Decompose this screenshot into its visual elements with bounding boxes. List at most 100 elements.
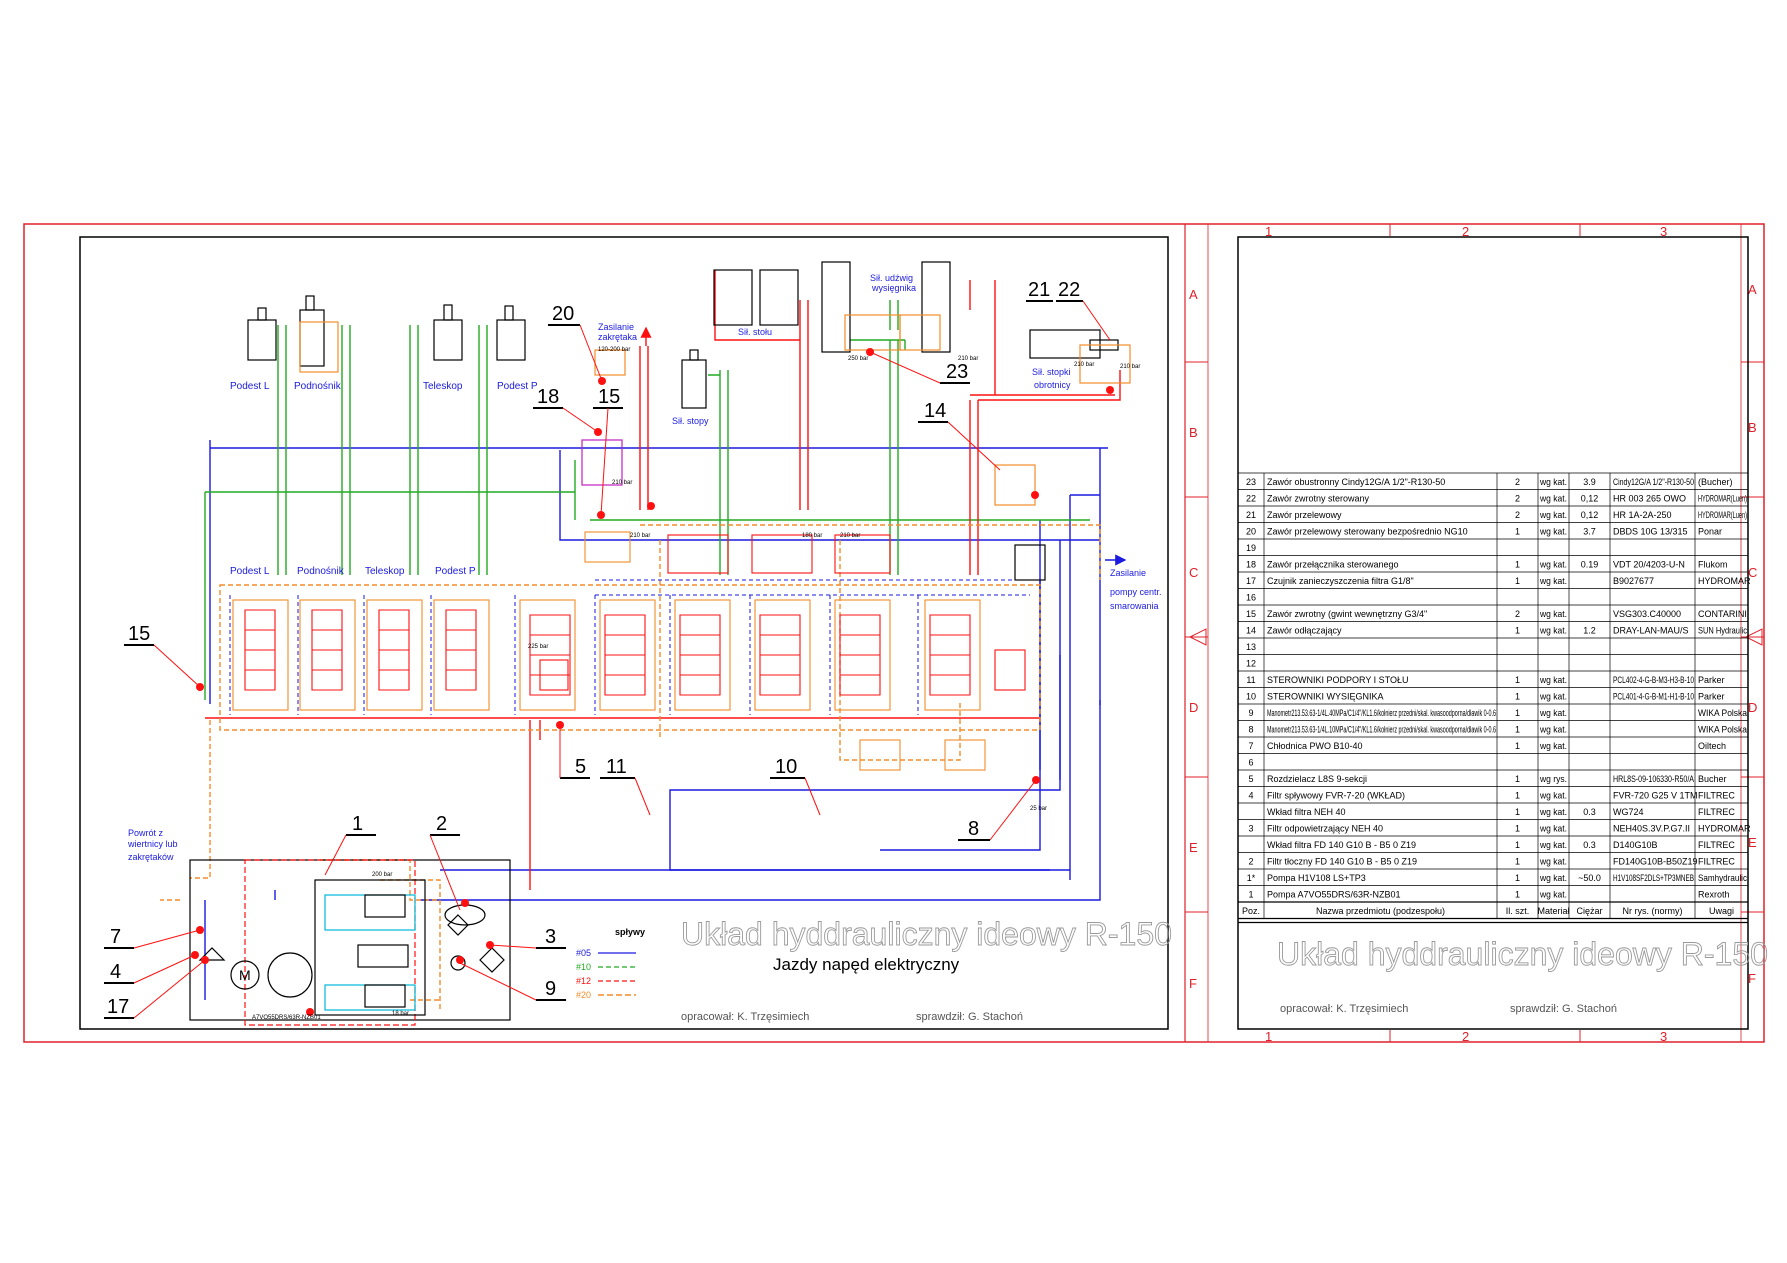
bom-cell-maker: HYDROMAR bbox=[1698, 576, 1751, 586]
balloon-1: 1 bbox=[324, 813, 376, 876]
balloon-9: 9 bbox=[459, 962, 566, 1001]
svg-text:22: 22 bbox=[1058, 279, 1080, 301]
bom-cell-name: Zawór przelewowy sterowany bezpośrednio … bbox=[1267, 527, 1468, 537]
bom-cell-maker: (Bucher) bbox=[1698, 477, 1733, 487]
bom-cell-mass: 0.3 bbox=[1583, 807, 1596, 817]
svg-text:2: 2 bbox=[436, 813, 447, 835]
bom-header-poz: Poz. bbox=[1242, 906, 1260, 916]
svg-text:180 bar: 180 bar bbox=[802, 533, 822, 539]
bom-cell-poz: 21 bbox=[1246, 510, 1256, 520]
svg-text:1: 1 bbox=[352, 813, 363, 835]
bom-cell-poz: 8 bbox=[1248, 725, 1253, 735]
bom-cell-name: Chłodnica PWO B10-40 bbox=[1267, 741, 1363, 751]
bom-cell-name: Zawór zwrotny (gwint wewnętrzny G3/4" bbox=[1267, 609, 1427, 619]
bom-cell-poz: 14 bbox=[1246, 626, 1256, 636]
bom-cell-mat: wg kat. bbox=[1539, 725, 1567, 735]
bom-cell-ref: DRAY-LAN-MAU/S bbox=[1613, 626, 1689, 636]
svg-text:5: 5 bbox=[575, 756, 586, 778]
row-label-right: A bbox=[1748, 282, 1757, 297]
bom-title-block: Układ hyddrauliczny ideowy R-150 opracow… bbox=[1277, 936, 1769, 1015]
bom-cell-poz: 19 bbox=[1246, 543, 1256, 553]
bom-cell-qty: 1 bbox=[1515, 527, 1520, 537]
balloon-5: 5 bbox=[559, 725, 590, 779]
bom-cell-ref: VSG303.C40000 bbox=[1613, 609, 1681, 619]
bom-cell-poz: 23 bbox=[1246, 477, 1256, 487]
control-valve-block bbox=[229, 531, 1030, 771]
bom-cell-name: Zawór przełącznika sterowanego bbox=[1267, 560, 1399, 570]
bom-cell-maker: HYDROMAR bbox=[1698, 824, 1751, 834]
balloon-23: 23 bbox=[869, 351, 970, 384]
svg-text:3: 3 bbox=[545, 926, 556, 948]
row-label-right: D bbox=[1748, 700, 1757, 715]
svg-text:20: 20 bbox=[552, 303, 574, 325]
svg-text:210 bar: 210 bar bbox=[958, 356, 978, 362]
bom-cell-poz: 1* bbox=[1247, 873, 1256, 883]
col-label-bottom: 3 bbox=[1660, 1029, 1667, 1044]
bom-cell-qty: 1 bbox=[1515, 807, 1520, 817]
svg-text:Sił. udźwig: Sił. udźwig bbox=[870, 273, 913, 283]
bom-cell-maker: FILTREC bbox=[1698, 840, 1735, 850]
bom-cell-qty: 1 bbox=[1515, 725, 1520, 735]
bom-cell-qty: 1 bbox=[1515, 675, 1520, 685]
balloon-8: 8 bbox=[958, 779, 1037, 841]
drawing-title: Układ hyddrauliczny ideowy R-150 bbox=[681, 916, 1172, 952]
bom-cell-name: Zawór odłączający bbox=[1267, 626, 1342, 636]
svg-text:4: 4 bbox=[110, 961, 121, 983]
bom-cell-name: Manometr213.53.63-1/4L.10MPa/C1/4"/KL1.6… bbox=[1267, 725, 1496, 735]
svg-text:A7VO55DRS/63R-NZB01: A7VO55DRS/63R-NZB01 bbox=[252, 1015, 321, 1021]
bom-cell-name: Zawór zwrotny sterowany bbox=[1267, 494, 1370, 504]
bom-cell-ref: FD140G10B-B50Z19 bbox=[1613, 857, 1698, 867]
bom-cell-poz: 9 bbox=[1248, 708, 1253, 718]
bom-cell-maker: Parker bbox=[1698, 675, 1725, 685]
row-label-right: C bbox=[1748, 565, 1757, 580]
bom-cell-name: Rozdzielacz L8S 9-sekcji bbox=[1267, 774, 1367, 784]
svg-text:spływy: spływy bbox=[615, 927, 645, 937]
pressure-labels: 120-200 bar 210 bar 210 bar 210 bar 250 … bbox=[252, 347, 1140, 1021]
balloon-7: 7 bbox=[104, 926, 201, 949]
svg-text:Zasilanie: Zasilanie bbox=[1110, 568, 1146, 578]
bom-cell-qty: 1 bbox=[1515, 873, 1520, 883]
bom-cell-maker: Oiltech bbox=[1698, 741, 1726, 751]
bom-cell-ref: NEH40S.3V.P.G7.II bbox=[1613, 824, 1690, 834]
pump-station bbox=[189, 859, 511, 1026]
row-label-left: F bbox=[1189, 976, 1197, 991]
bom-cell-maker: Rexroth bbox=[1698, 890, 1730, 900]
bom-cell-poz: 5 bbox=[1248, 774, 1253, 784]
svg-text:#20: #20 bbox=[576, 990, 591, 1000]
balloon-3: 3 bbox=[489, 926, 566, 949]
bom-cell-mass: 3.7 bbox=[1583, 527, 1596, 537]
bom-cell-mass: ~50.0 bbox=[1578, 873, 1601, 883]
bom-cell-qty: 1 bbox=[1515, 890, 1520, 900]
bom-cell-poz: 18 bbox=[1246, 560, 1256, 570]
bom-cell-qty: 1 bbox=[1515, 560, 1520, 570]
bom-cell-qty: 1 bbox=[1515, 576, 1520, 586]
bom-cell-maker: HYDROMAR(Luen) bbox=[1698, 510, 1747, 520]
bom-cell-ref: PCL401-4-G-B-M1-H1-B-10 bbox=[1613, 692, 1694, 702]
bom-cell-ref: HR 1A-2A-250 bbox=[1613, 510, 1672, 520]
bom-cell-name: STEROWNIKI WYSIĘGNIKA bbox=[1267, 692, 1384, 702]
bom-cell-mass: 0.3 bbox=[1583, 840, 1596, 850]
hydraulic-lines bbox=[160, 270, 1127, 1010]
bom-cell-mat: wg kat. bbox=[1539, 477, 1567, 487]
bom-cell-mat: wg kat. bbox=[1539, 609, 1567, 619]
return-legend: spływy #05 #10 #12 #20 bbox=[576, 927, 645, 1000]
bom-cell-name: Filtr odpowietrzający NEH 40 bbox=[1267, 824, 1383, 834]
bom-cell-maker: WIKA Polska bbox=[1698, 708, 1747, 718]
balloon-20: 20 bbox=[548, 303, 603, 382]
row-label-right: F bbox=[1748, 971, 1756, 986]
bom-cell-poz: 17 bbox=[1246, 576, 1256, 586]
bom-cell-maker: Bucher bbox=[1698, 774, 1727, 784]
svg-text:25 bar: 25 bar bbox=[1030, 806, 1047, 812]
svg-text:wysięgnika: wysięgnika bbox=[871, 283, 916, 293]
bom-cell-poz: 3 bbox=[1248, 824, 1253, 834]
bom-cell-mat: wg kat. bbox=[1539, 527, 1567, 537]
svg-text:10: 10 bbox=[775, 756, 797, 778]
bom-cell-mat: wg kat. bbox=[1539, 708, 1567, 718]
bom-cell-maker: Samhydraulic bbox=[1698, 873, 1747, 883]
svg-text:250 bar: 250 bar bbox=[848, 356, 868, 362]
bom-cell-qty: 1 bbox=[1515, 791, 1520, 801]
actuators bbox=[247, 261, 1131, 581]
bom-cell-mat: wg kat. bbox=[1539, 890, 1567, 900]
bom-cell-mat: wg kat. bbox=[1539, 692, 1567, 702]
bom-cell-name: Filtr tłoczny FD 140 G10 B - B5 0 Z19 bbox=[1267, 857, 1417, 867]
